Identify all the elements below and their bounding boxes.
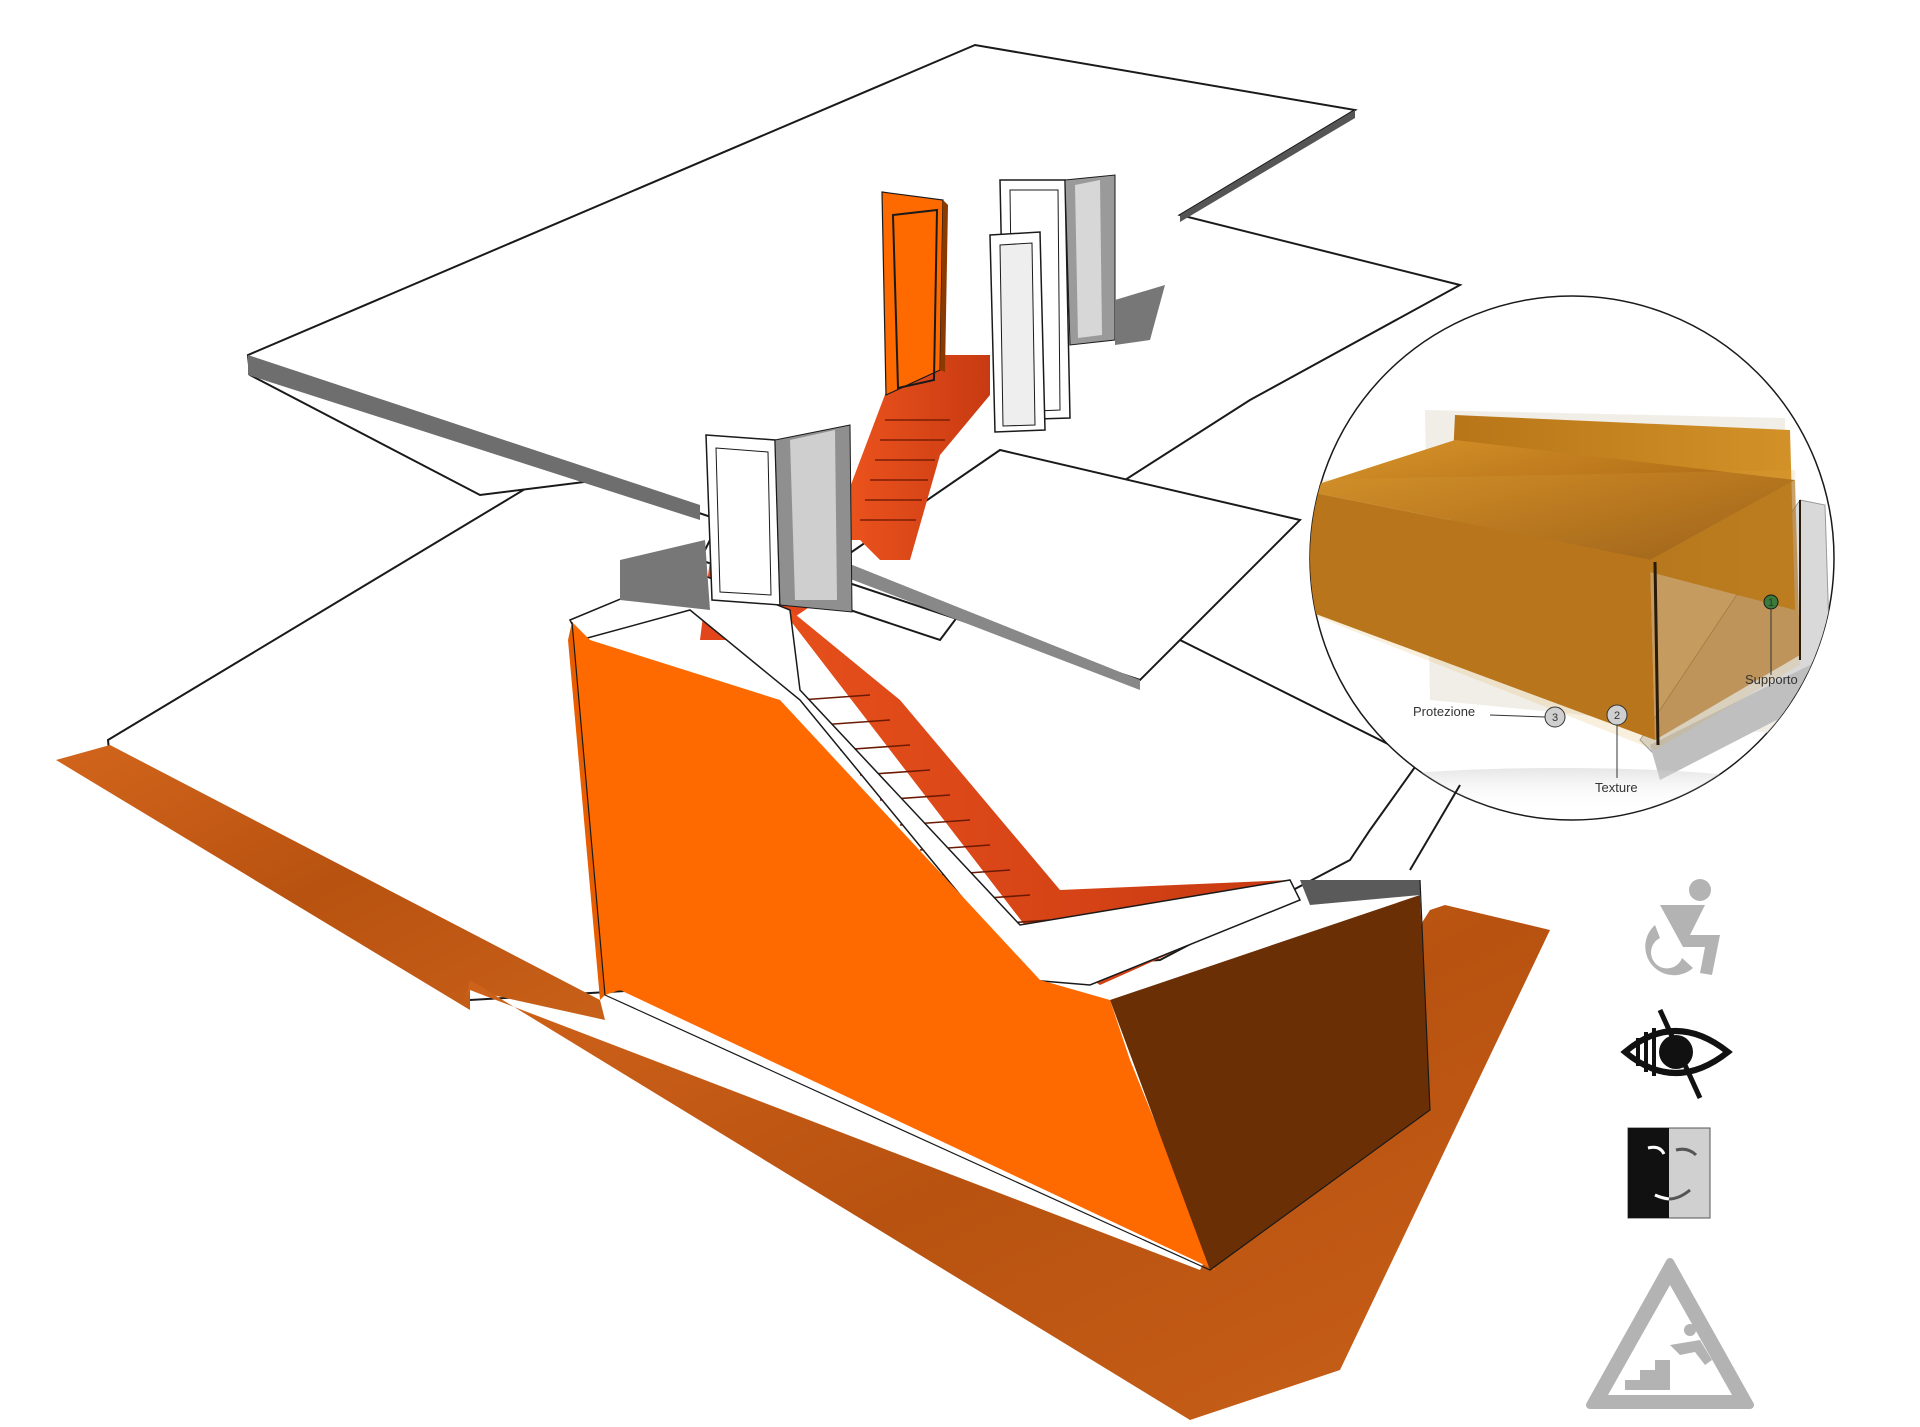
svg-text:2: 2	[1614, 710, 1620, 722]
callout-texture: 2 Texture	[1595, 704, 1638, 795]
callout-supporto: 1 Supporto	[1745, 594, 1798, 687]
stair-fall-warning-icon	[1586, 1258, 1754, 1409]
wheelchair-accessibility-icon	[1645, 879, 1720, 976]
cast-shadows	[620, 285, 1165, 610]
detail-connector-line	[1409, 784, 1461, 871]
callout-texture-label: Texture	[1595, 780, 1638, 795]
main-stair	[568, 560, 1431, 1271]
callout-protezione-label: Protezione	[1413, 704, 1475, 719]
callout-supporto-label: Supporto	[1745, 672, 1798, 687]
cognitive-face-mask-icon	[1627, 1127, 1711, 1219]
svg-text:3: 3	[1552, 712, 1558, 724]
svg-text:1: 1	[1768, 597, 1774, 609]
middle-door-frame	[705, 424, 853, 613]
ground-strip-left	[56, 745, 605, 1020]
callout-protezione: 3 Protezione	[1413, 704, 1566, 728]
upper-door-panel	[881, 191, 948, 396]
low-vision-eye-icon	[1620, 1008, 1733, 1100]
ground-strip-front	[465, 905, 1550, 1420]
upper-door-frame-right	[989, 174, 1116, 433]
